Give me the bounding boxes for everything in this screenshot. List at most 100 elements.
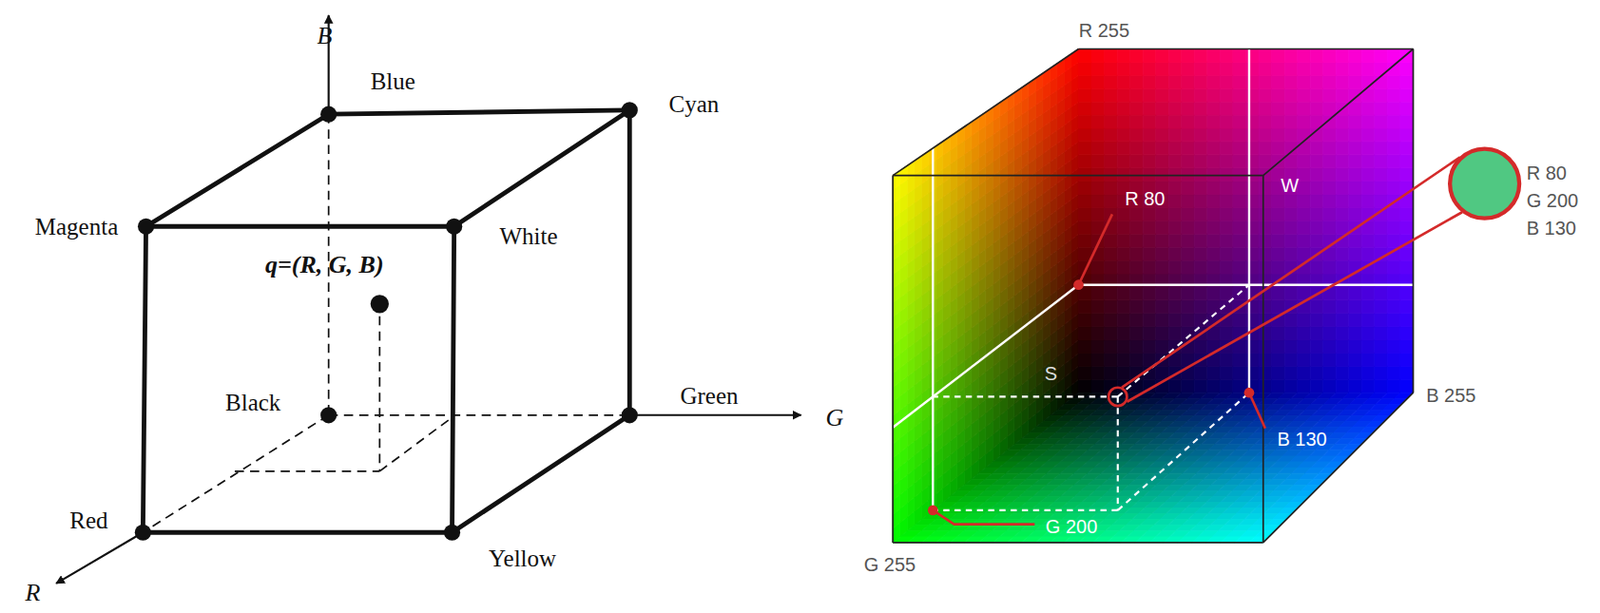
face-patch <box>1245 313 1259 328</box>
face-patch <box>1233 154 1247 169</box>
face-patch <box>1117 207 1131 221</box>
face-patch <box>1374 313 1388 328</box>
face-patch <box>1361 101 1375 116</box>
face-patch <box>1297 88 1311 102</box>
projection-line <box>378 316 381 472</box>
face-patch <box>1245 168 1259 182</box>
face-patch <box>1168 181 1182 195</box>
face-patch <box>1258 128 1273 142</box>
hidden-edges <box>142 114 630 533</box>
face-patch <box>1219 220 1234 234</box>
face-patch <box>1181 128 1196 142</box>
face-patch <box>1104 340 1119 354</box>
face-patch <box>1272 75 1286 89</box>
cube-edge <box>452 415 631 533</box>
face-patch <box>1323 220 1337 234</box>
face-patch <box>1142 287 1157 301</box>
face-patch <box>1284 352 1298 367</box>
face-patch <box>1284 287 1298 301</box>
face-patch <box>1335 194 1350 209</box>
face-patch <box>1219 366 1234 380</box>
face-patch <box>1168 287 1182 301</box>
face-patch <box>1219 154 1234 169</box>
face-patch <box>1181 220 1196 234</box>
face-patch <box>1297 327 1311 341</box>
face-patch <box>1323 379 1337 393</box>
face-patch <box>1374 141 1388 155</box>
face-patch <box>1219 247 1234 261</box>
face-patch <box>1156 88 1170 102</box>
face-patch <box>1323 194 1337 209</box>
face-patch <box>1323 207 1337 221</box>
face-patch <box>1245 194 1259 209</box>
axes <box>56 15 801 584</box>
face-patch <box>1400 327 1414 341</box>
face-patch <box>1117 88 1131 102</box>
face-patch <box>1078 300 1092 314</box>
cube-faces <box>892 49 1413 543</box>
face-patch <box>1361 128 1375 142</box>
face-patch <box>1130 327 1144 341</box>
face-patch <box>1091 366 1105 380</box>
face-patch <box>1361 247 1375 261</box>
face-patch <box>1130 49 1144 63</box>
face-patch <box>1284 101 1298 116</box>
face-patch <box>1400 128 1414 142</box>
face-patch <box>1400 247 1414 261</box>
face-patch <box>1194 49 1208 63</box>
face-patch <box>1245 366 1259 380</box>
face-patch <box>1310 313 1324 328</box>
face-patch <box>1156 260 1170 274</box>
face-patch <box>1297 141 1311 155</box>
face-patch <box>1091 61 1105 76</box>
face-patch <box>1284 379 1298 393</box>
face-patch <box>1323 352 1337 367</box>
face-patch <box>1258 141 1273 155</box>
corner-dot <box>320 106 337 123</box>
face-patch <box>1349 128 1363 142</box>
face-patch <box>1361 49 1375 63</box>
face-patch <box>1130 207 1144 221</box>
face-patch <box>1104 168 1119 182</box>
face-patch <box>1117 366 1131 380</box>
face-patch <box>1400 75 1414 89</box>
face-patch <box>1207 101 1221 116</box>
face-patch <box>1233 141 1247 155</box>
face-patch <box>1245 61 1259 76</box>
face-patch <box>1168 141 1182 155</box>
face-patch <box>1130 220 1144 234</box>
face-patch <box>1194 88 1208 102</box>
face-patch <box>1374 300 1388 314</box>
face-patch <box>1387 207 1401 221</box>
face-patch <box>1104 287 1119 301</box>
face-patch <box>1297 168 1311 182</box>
face-patch <box>1400 366 1414 380</box>
face-patch <box>1335 207 1350 221</box>
face-patch <box>1181 61 1196 76</box>
face-patch <box>1272 128 1286 142</box>
face-patch <box>1284 49 1298 63</box>
face-patch <box>1387 313 1401 328</box>
face-patch <box>1310 340 1324 354</box>
face-patch <box>1168 379 1182 393</box>
face-patch <box>1297 352 1311 367</box>
face-patch <box>1258 340 1273 354</box>
face-patch <box>1181 260 1196 274</box>
face-patch <box>1117 115 1131 129</box>
face-patch <box>1272 233 1286 248</box>
face-patch <box>1361 233 1375 248</box>
hidden-edge <box>142 415 328 533</box>
face-patch <box>1181 154 1196 169</box>
face-patch <box>1387 88 1401 102</box>
face-patch <box>1387 168 1401 182</box>
face-patch <box>1245 352 1259 367</box>
face-patch <box>1130 61 1144 76</box>
face-patch <box>1091 287 1105 301</box>
face-patch <box>1284 313 1298 328</box>
face-patch <box>1310 220 1324 234</box>
face-patch <box>1117 168 1131 182</box>
face-patch <box>1245 115 1259 129</box>
face-patch <box>1181 300 1196 314</box>
face-patch <box>1297 340 1311 354</box>
